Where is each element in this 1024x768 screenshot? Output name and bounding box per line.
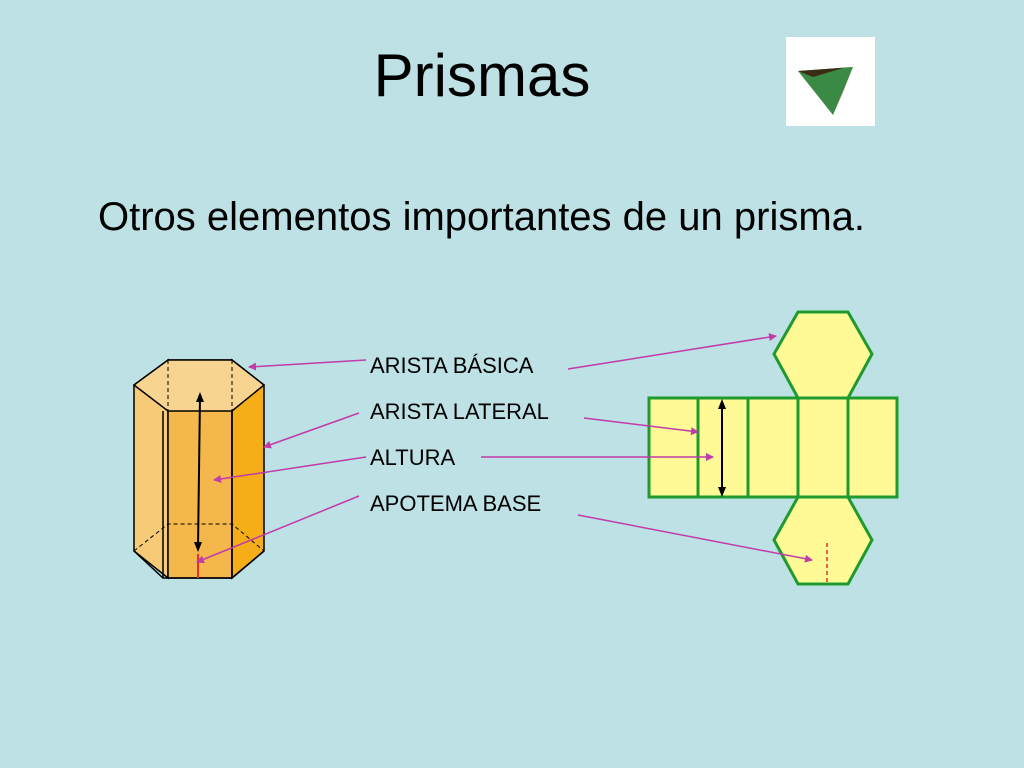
subtitle: Otros elementos importantes de un prisma…	[98, 195, 866, 239]
label-altura: ALTURA	[370, 445, 456, 470]
pyramid-front-face	[798, 67, 853, 115]
height-arrow-head-bottom	[194, 542, 202, 552]
height-arrow	[197, 395, 201, 549]
label-arista-basica: ARISTA BÁSICA	[370, 353, 534, 378]
page-title: Prismas	[373, 42, 591, 109]
net-lateral-strip	[647, 396, 899, 499]
pointer-arista-basica-right	[567, 333, 777, 370]
logo	[786, 37, 875, 126]
pointer-altura-left	[213, 456, 367, 483]
pointer-apotema-right	[577, 514, 813, 563]
net-height-arrow-head-top	[718, 399, 726, 409]
pointer-arista-basica-left	[248, 359, 367, 371]
pointer-arista-lateral-left	[263, 412, 360, 449]
label-apotema-base: APOTEMA BASE	[370, 491, 542, 516]
pyramid-top-face	[798, 67, 853, 77]
label-arista-lateral: ARISTA LATERAL	[370, 399, 549, 424]
pointer-arista-lateral-right	[583, 417, 699, 436]
prism-hidden-base	[133, 523, 265, 552]
pyramid-side-face	[833, 67, 853, 115]
net-height-arrow-head-bottom	[718, 487, 726, 497]
net-bottom-hexagon	[772, 495, 874, 586]
pyramid-icon	[798, 67, 853, 115]
height-arrow-head-top	[196, 392, 204, 402]
pointer-apotema-left	[196, 495, 360, 564]
